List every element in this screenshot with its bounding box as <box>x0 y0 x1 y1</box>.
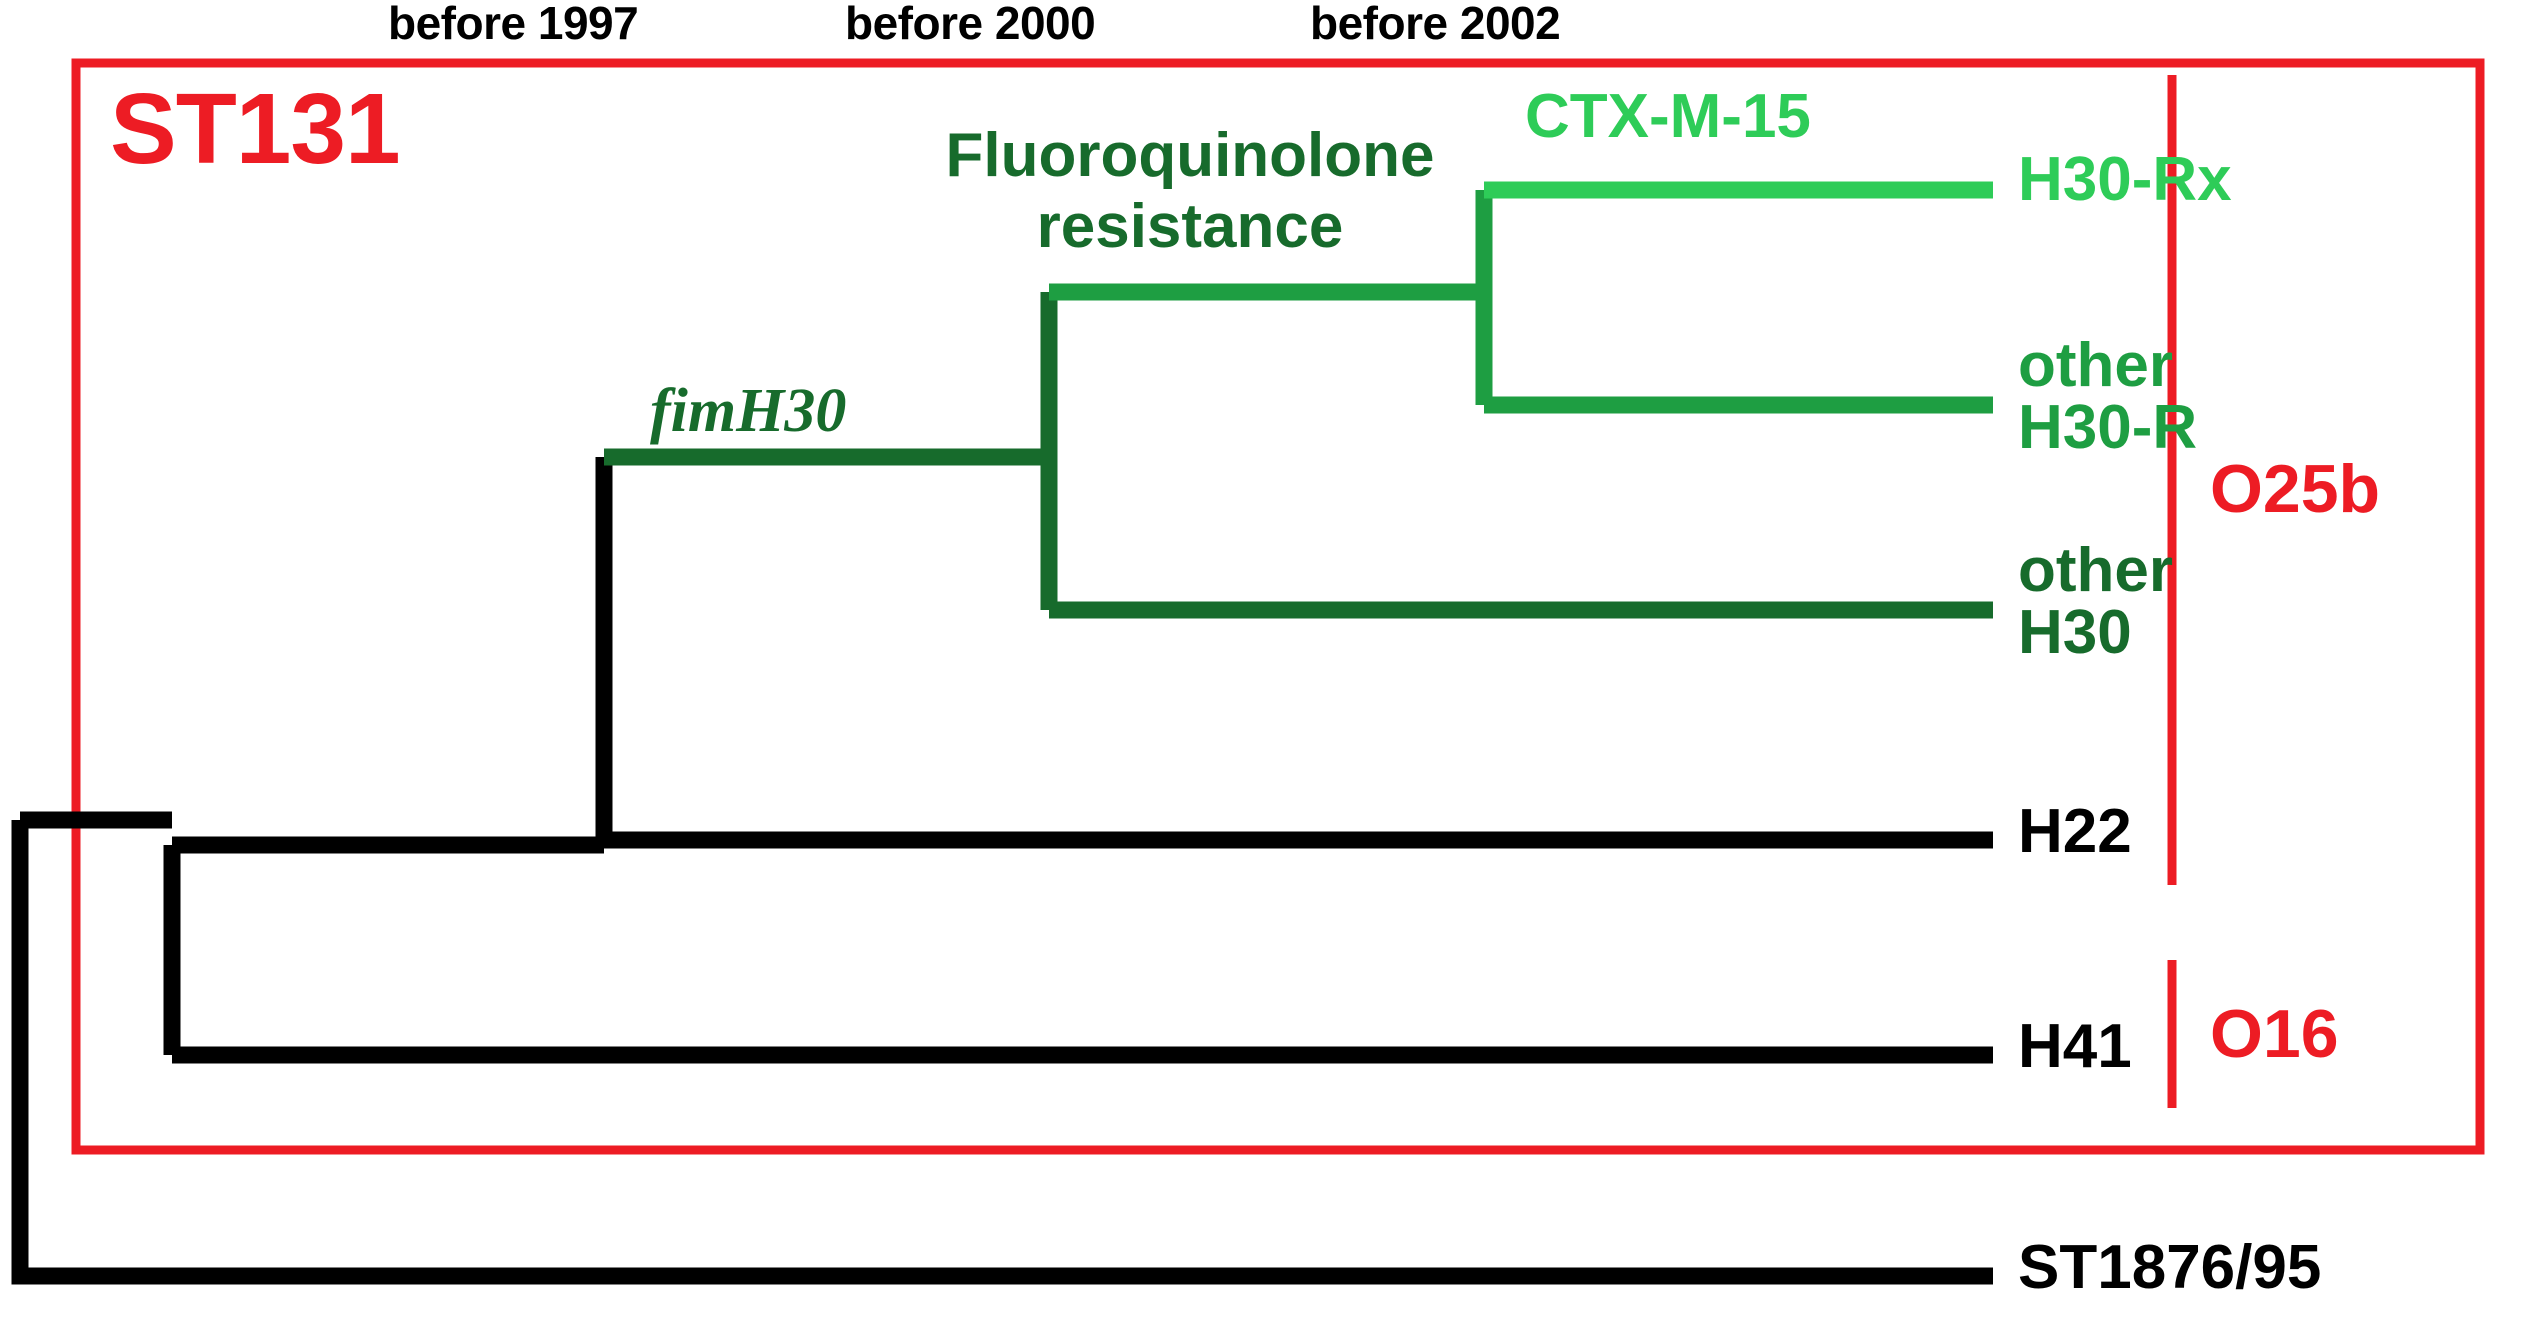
tip-label-h30-rx: H30-Rx <box>2018 145 2232 214</box>
tip-label-other-h30-line1: other <box>2018 536 2173 605</box>
tip-label-h22: H22 <box>2018 797 2132 866</box>
annotation-fluoroquinolone-resistance: Fluoroquinolone resistance <box>880 120 1500 262</box>
tip-label-other-h30-r-line1: other <box>2018 331 2173 400</box>
tip-label-other-h30-line2: H30 <box>2018 598 2132 667</box>
branch-root-stem <box>11 820 1993 1285</box>
annotation-fq-line2: resistance <box>1036 192 1344 261</box>
tip-label-other-h30-r: other H30-R <box>2018 335 2197 459</box>
st131-clade-box <box>71 58 2485 1155</box>
o-group-label-o16: O16 <box>2210 996 2339 1072</box>
tip-label-other-h30: other H30 <box>2018 540 2173 664</box>
era-label-before-1997: before 1997 <box>388 0 639 49</box>
tip-label-other-h30-r-line2: H30-R <box>2018 393 2198 462</box>
era-label-before-2000: before 2000 <box>845 0 1096 49</box>
st131-clade-label: ST131 <box>110 73 401 185</box>
era-label-before-2002: before 2002 <box>1310 0 1561 49</box>
annotation-fimh30: fimH30 <box>650 377 847 445</box>
o-group-label-o25b: O25b <box>2210 451 2381 527</box>
annotation-fq-line1: Fluoroquinolone <box>945 121 1435 190</box>
tip-label-st1876-95: ST1876/95 <box>2018 1233 2322 1302</box>
tip-label-h41: H41 <box>2018 1012 2132 1081</box>
annotation-ctx-m-15: CTX-M-15 <box>1525 82 1811 151</box>
